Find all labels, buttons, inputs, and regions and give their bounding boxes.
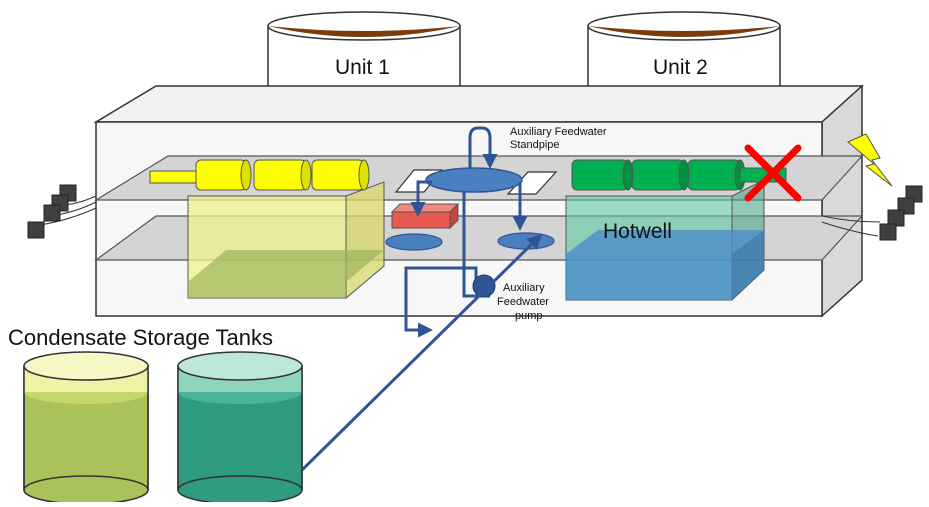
pipe-to-left-disk [410,180,432,217]
pump-label-line1: Auxiliary [503,282,545,294]
cst-label: Condensate Storage Tanks [8,325,273,350]
cst-supply-pipe [300,233,543,472]
hotwell-tank [565,179,765,302]
pump-label-line2: Feedwater [497,296,549,308]
standpipe-label-line1: Auxiliary Feedwater [510,126,607,138]
unit1-turbine [149,159,370,191]
unit2-label: Unit 2 [653,56,708,79]
standpipe-loop [468,126,498,170]
unit2-tower [587,11,781,93]
red-x-icon [744,144,802,202]
red-valve [390,202,460,230]
left-grid-connection [27,184,97,239]
right-lower-disk [497,232,555,250]
cst-tank-2 [177,351,303,505]
left-lower-disk [385,233,443,251]
hotwell-label: Hotwell [603,220,672,243]
unit1-tower [267,11,461,93]
lightning-bolt-icon [847,133,893,187]
right-grid-connection [821,185,923,241]
standpipe-disk [425,167,523,193]
unit2-turbine [571,159,787,191]
cst-tank-1 [23,351,149,505]
unit1-label: Unit 1 [335,56,390,79]
unit1-condenser [187,181,385,300]
auxiliary-feedwater-pump [472,274,496,298]
pump-label-line3: pump [515,310,543,322]
standpipe-label-line2: Standpipe [510,139,560,151]
